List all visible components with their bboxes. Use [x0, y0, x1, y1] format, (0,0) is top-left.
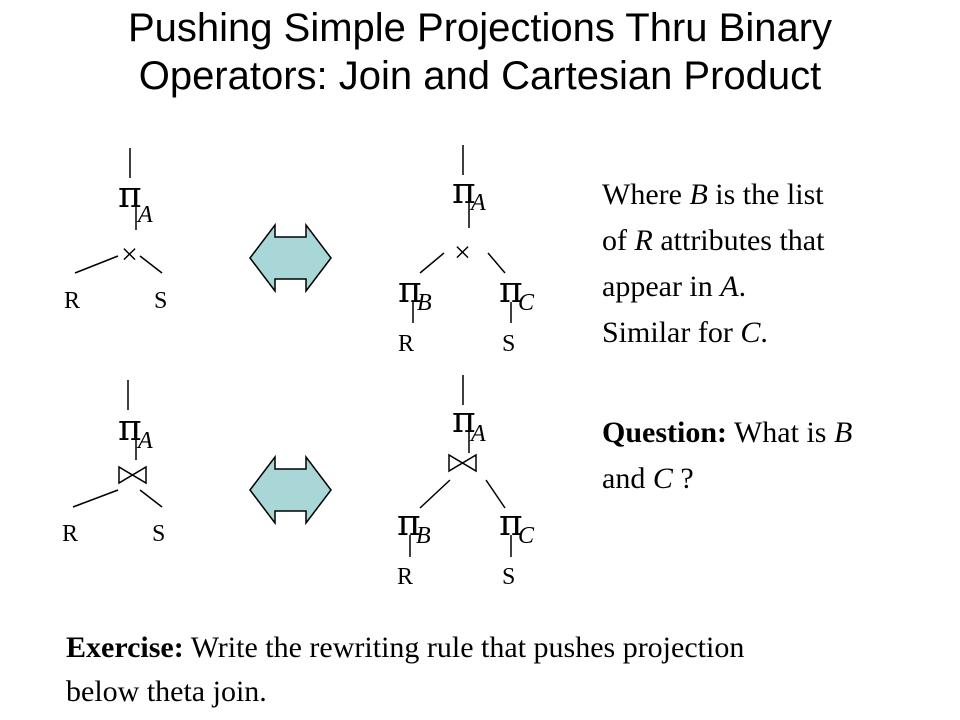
- exercise-text: Write the rewriting rule that pushes pro…: [183, 631, 745, 664]
- tree4-right-edge: [485, 479, 506, 509]
- note-text: Where: [602, 178, 690, 211]
- tree1-sub-A: A: [136, 202, 153, 228]
- equivalence-arrow-bottom: [249, 454, 332, 526]
- tree4-S: S: [502, 564, 515, 590]
- note-text: of: [602, 224, 635, 257]
- tree4-piC: π: [499, 503, 523, 544]
- tree4-R: R: [397, 564, 413, 590]
- note-var-R: R: [634, 224, 653, 257]
- question-text: and: [602, 462, 653, 495]
- exercise-line-1: Exercise: Write the rewriting rule that …: [66, 626, 744, 670]
- tree1-R: R: [64, 288, 80, 314]
- note-line-4: Similar for C.: [602, 310, 824, 356]
- title-line-2: Operators: Join and Cartesian Product: [138, 54, 822, 98]
- tree2-sub-A: A: [469, 190, 486, 216]
- question-line-2: and C ?: [602, 456, 852, 502]
- tree2-sub-B: B: [417, 290, 432, 316]
- tree2-R: R: [398, 331, 414, 357]
- tree3-S: S: [152, 521, 165, 547]
- note-var-B: B: [689, 178, 708, 211]
- question-var-C: C: [652, 462, 673, 495]
- exercise-label: Exercise:: [66, 631, 184, 664]
- note-line-2: of R attributes that: [602, 218, 824, 264]
- exercise-note: Exercise: Write the rewriting rule that …: [66, 626, 744, 714]
- tree2-piC: π: [499, 270, 523, 311]
- title-line-1: Pushing Simple Projections Thru Binary: [127, 6, 833, 50]
- tree2-sub-C: C: [518, 290, 535, 316]
- note-text: .: [760, 316, 768, 349]
- question-line-1: Question: What is B: [602, 410, 852, 456]
- note-line-3: appear in A.: [602, 264, 824, 310]
- note-text: attributes that: [652, 224, 825, 257]
- tree2-left-edge: [419, 252, 445, 274]
- question-label: Question:: [602, 416, 728, 449]
- tree4-left-edge: [419, 479, 451, 509]
- tree3-pi: π: [118, 408, 142, 449]
- note-var-A: A: [720, 270, 739, 303]
- question-var-B: B: [833, 416, 853, 449]
- tree4-sub-A: A: [469, 421, 486, 447]
- tree3-right-edge: [139, 489, 163, 508]
- note-text: is the list: [707, 178, 824, 211]
- question-text: What is: [727, 416, 834, 449]
- tree1-S: S: [154, 288, 167, 314]
- note-text: appear in: [602, 270, 721, 303]
- tree1-times: ×: [121, 238, 138, 271]
- tree2-piB: π: [398, 270, 422, 311]
- tree4-sub-C: C: [518, 523, 535, 549]
- equivalence-arrow-top: [249, 222, 332, 294]
- tree4-sub-B: B: [416, 523, 431, 549]
- tree4-pi: π: [452, 400, 476, 441]
- note-text: Similar for: [602, 316, 741, 349]
- note-line-1: Where B is the list: [602, 172, 824, 218]
- explanation-note: Where B is the list of R attributes that…: [602, 172, 824, 356]
- tree1-pi: π: [118, 175, 142, 216]
- note-text: .: [738, 270, 747, 303]
- tree2-right-edge: [487, 252, 506, 274]
- question-note: Question: What is B and C ?: [602, 410, 852, 502]
- tree2-S: S: [502, 331, 515, 357]
- question-text: ?: [672, 462, 694, 495]
- tree1-left-edge: [74, 255, 119, 274]
- tree2-pi: π: [452, 171, 476, 212]
- tree2-times: ×: [454, 236, 471, 269]
- tree3-left-edge: [72, 489, 119, 508]
- tree1-right-edge: [139, 255, 163, 274]
- tree4-piB: π: [397, 503, 421, 544]
- slide-title: Pushing Simple Projections Thru Binary O…: [0, 4, 960, 100]
- tree3-sub-A: A: [136, 428, 153, 454]
- tree4-join-symbol: [448, 453, 477, 473]
- exercise-line-2: below theta join.: [66, 675, 267, 708]
- tree3-join-symbol: [118, 465, 147, 485]
- tree3-R: R: [62, 521, 78, 547]
- note-var-C: C: [740, 316, 761, 349]
